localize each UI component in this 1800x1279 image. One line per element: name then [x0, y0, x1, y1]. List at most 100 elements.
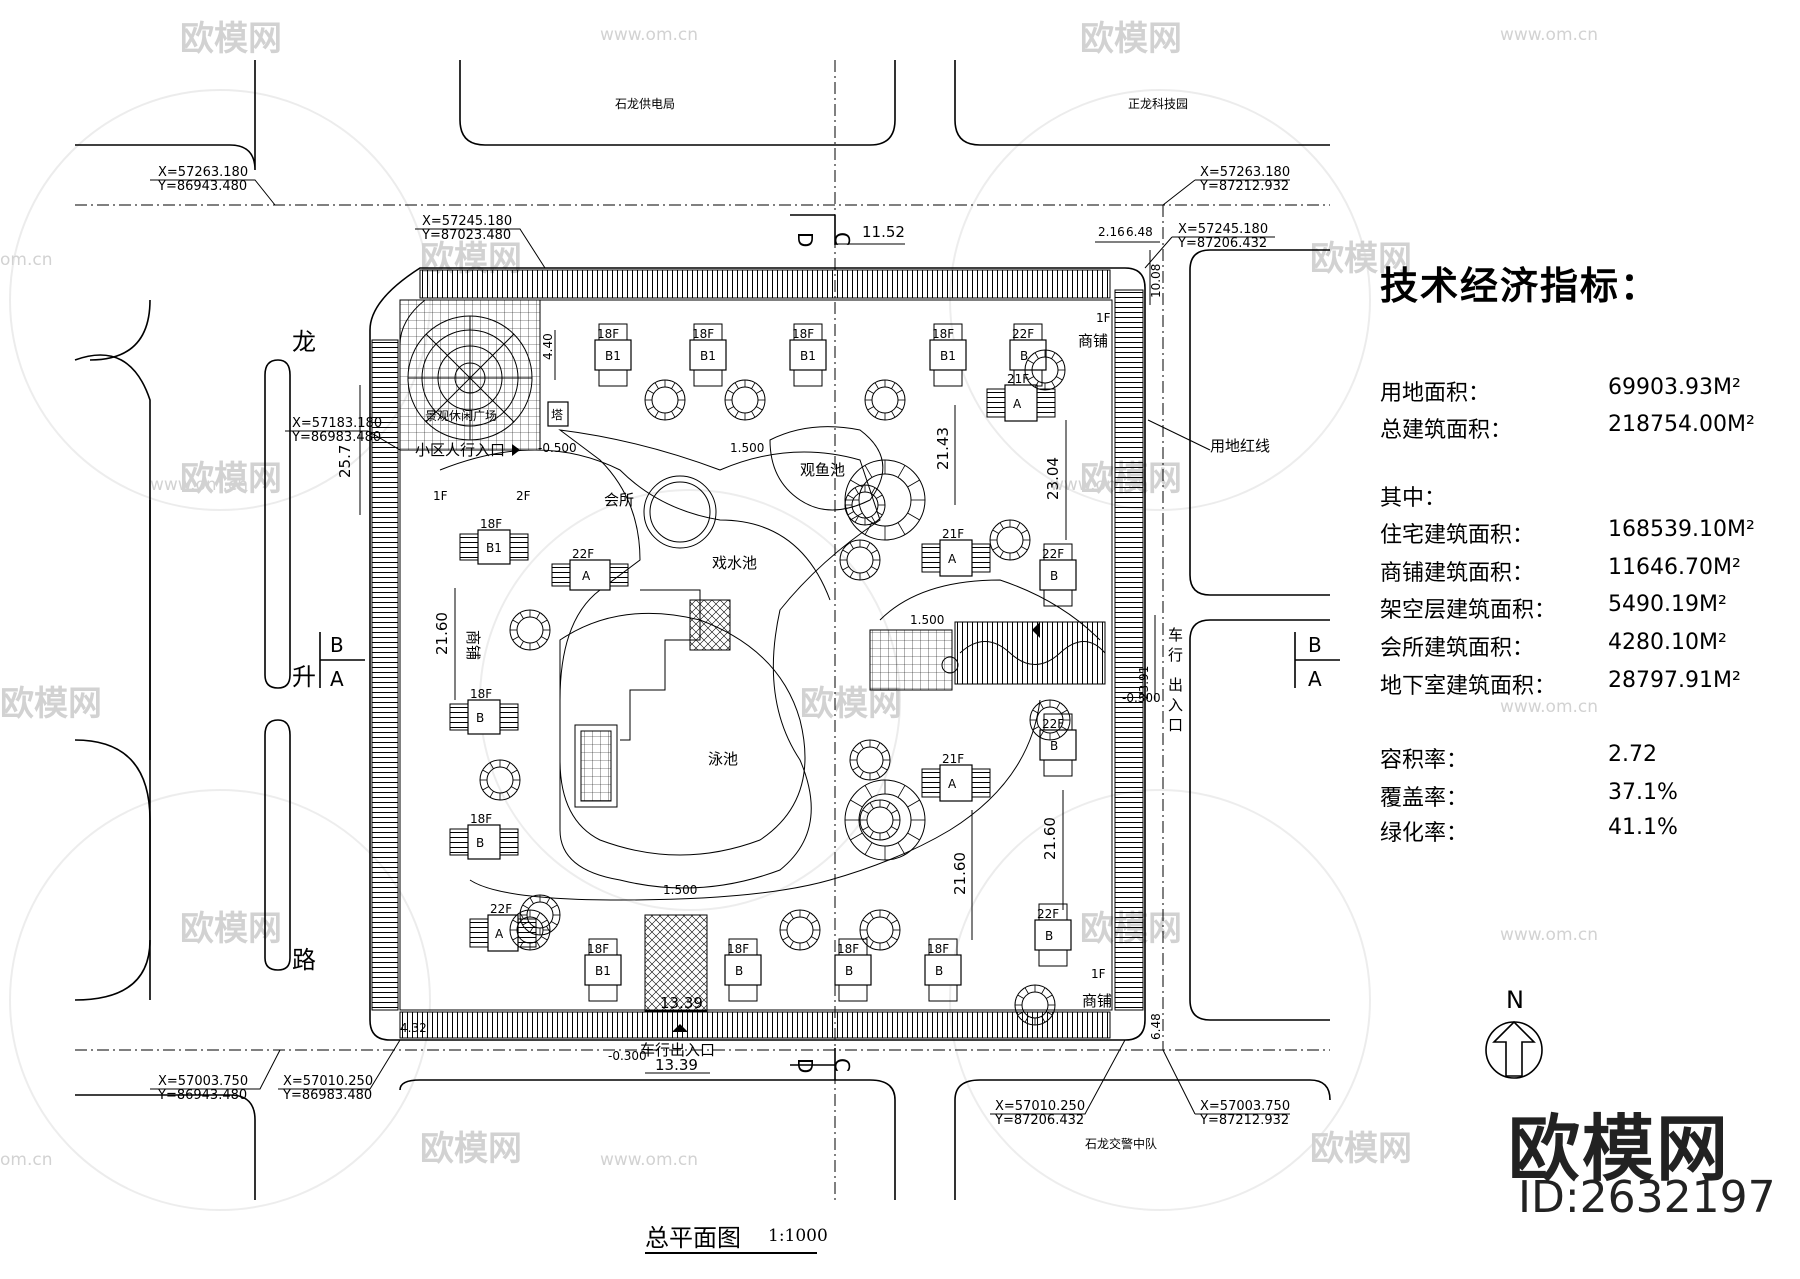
watermark-site: www.om.cn: [1500, 697, 1598, 717]
svg-text:入: 入: [1168, 696, 1183, 714]
coord-x: X=57263.180: [158, 165, 248, 180]
floor-count-label: 18F: [470, 687, 492, 701]
dimension-text: 13.39: [660, 994, 703, 1012]
building-label: B: [1050, 569, 1058, 583]
watermark-brand: 欧模网: [1080, 19, 1182, 59]
coord-y: Y=87206.432: [994, 1113, 1084, 1128]
section-a-marker: A: [1308, 667, 1322, 691]
indicator-key: 总建筑面积：: [1380, 418, 1513, 443]
watermark-brand: 欧模网: [180, 909, 282, 949]
indicator-key: 住宅建筑面积：: [1380, 523, 1535, 548]
building-block: B 18F: [724, 938, 762, 1002]
indicator-key: 商铺建筑面积：: [1380, 561, 1535, 586]
plaza-label: 景观休闲广场: [425, 409, 497, 423]
building-label: A: [495, 927, 504, 941]
indicator-key: 用地面积：: [1380, 381, 1491, 406]
coord-x: X=57183.180: [292, 416, 382, 431]
dimension-text: 4.40: [541, 333, 555, 360]
section-b-marker: B: [330, 633, 344, 657]
round-tower: [989, 519, 1031, 561]
coord-y: Y=87206.432: [1177, 236, 1267, 251]
indicator-key: 其中：: [1380, 486, 1447, 511]
round-tower: [724, 379, 766, 421]
swimming-pool-label: 泳池: [708, 750, 738, 768]
dimension-text: 13.39: [655, 1056, 698, 1074]
dimension-text: 23.04: [1044, 457, 1062, 500]
coord-x: X=57010.250: [283, 1074, 373, 1089]
coord-x: X=57263.180: [1200, 165, 1290, 180]
coord-y: Y=86943.480: [157, 179, 247, 194]
building-label: B: [1050, 739, 1058, 753]
round-tower: [864, 379, 906, 421]
building-label: B: [476, 836, 484, 850]
watermark-brand: 欧模网: [420, 1129, 522, 1169]
section-d-marker: D: [793, 1058, 817, 1073]
building-block: B 18F: [924, 938, 962, 1002]
car-exit-label: 车行出入口: [640, 1041, 715, 1059]
watermark-site: www.om.cn: [1500, 925, 1598, 945]
round-tower: [509, 909, 551, 951]
building-label: B: [1020, 349, 1028, 363]
watermark-brand: 欧模网: [1310, 1129, 1412, 1169]
round-tower: [1029, 699, 1071, 741]
neighbor-north-left: 石龙供电局: [615, 97, 675, 111]
building-label: B: [935, 964, 943, 978]
building-label: B: [735, 964, 743, 978]
plan-title-underline: [645, 1252, 817, 1254]
watermark-site: www.om.cn: [150, 475, 248, 495]
coordinate-callouts: X=57263.180 Y=86943.480 X=57263.180 Y=87…: [150, 165, 1290, 1128]
building-block: B 22F: [1039, 713, 1077, 777]
nw-plaza: 景观休闲广场 小区人行入口 塔: [399, 299, 569, 459]
indicator-value: 11646.70M²: [1608, 555, 1741, 580]
central-landscape: 会所 戏水池 观鱼池 泳池: [439, 426, 1106, 901]
elevation-text: -0.300: [608, 1049, 647, 1063]
building-label: B: [476, 711, 484, 725]
building-label: B1: [605, 349, 621, 363]
svg-text:出: 出: [1168, 676, 1183, 694]
indicator-value: 69903.93M²: [1608, 375, 1741, 400]
floor-count-label: 18F: [927, 942, 949, 956]
watermark-brand: 欧模网: [800, 684, 902, 724]
indicator-value: 218754.00M²: [1608, 412, 1755, 437]
floor-count-label: 22F: [1037, 907, 1059, 921]
indicator-value: 168539.10M²: [1608, 517, 1755, 542]
floor-count-label: 18F: [692, 327, 714, 341]
dimension-text: 6.48: [1149, 1013, 1163, 1040]
redline-label: 用地红线: [1210, 437, 1270, 455]
dimension-text: 21.60: [433, 612, 451, 655]
coord-y: Y=87212.932: [1199, 1113, 1289, 1128]
indicator-key: 容积率：: [1380, 748, 1469, 773]
dimension-text: 6.48: [1126, 225, 1153, 239]
floor-marker: 1F: [433, 489, 448, 503]
floor-count-label: 22F: [1042, 717, 1064, 731]
round-tower: [644, 379, 686, 421]
section-c-marker: C: [830, 1058, 854, 1072]
round-tower: [1014, 984, 1056, 1026]
building-label: B: [845, 964, 853, 978]
round-tower: [1024, 349, 1066, 391]
floor-count-label: 21F: [942, 752, 964, 766]
area-labels: 商铺 商铺 商铺 用地红线 车行出入口 车 行 出 入 口: [464, 332, 1270, 1059]
floor-count-label: 18F: [837, 942, 859, 956]
round-tower: [839, 539, 881, 581]
round-tower: [844, 459, 926, 541]
coord-x: X=57010.250: [995, 1099, 1085, 1114]
shop-label-w: 商铺: [464, 630, 482, 660]
elevation-text: -0.300: [1122, 691, 1161, 705]
elevation-text: 1.500: [663, 883, 697, 897]
coord-y: Y=87212.932: [1199, 179, 1289, 194]
watermark-site: om.cn: [0, 250, 53, 270]
floor-count-label: 22F: [572, 547, 594, 561]
building-label: B1: [800, 349, 816, 363]
building-label: A: [948, 552, 957, 566]
floor-count-label: 18F: [727, 942, 749, 956]
